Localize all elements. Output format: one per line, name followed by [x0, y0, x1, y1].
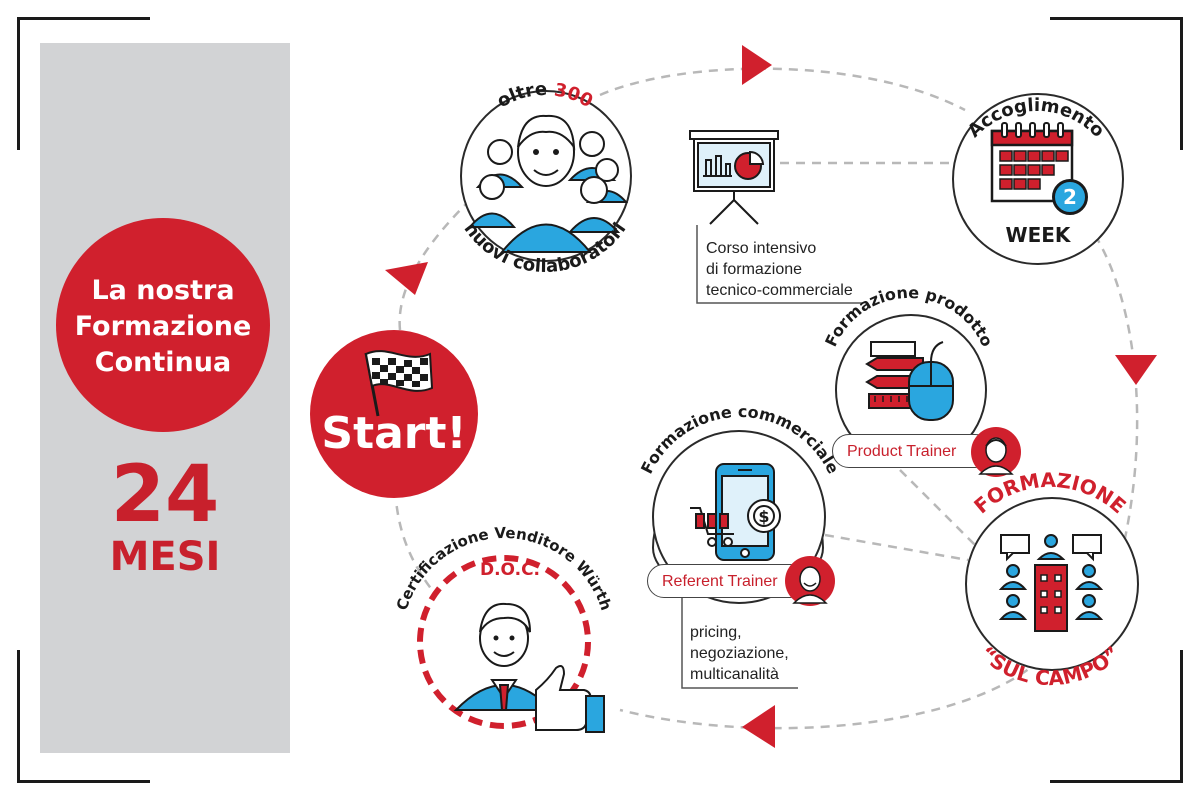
accoglimento-label: Accoglimento: [964, 95, 1109, 142]
corso-note-bracket: [696, 225, 863, 304]
mobile-commerce-icon: $: [690, 463, 781, 561]
sul-campo-labels: FORMAZIONE “SUL CAMPO”: [969, 470, 1130, 690]
commerciale-note: pricing, negoziazione, multicanalità: [690, 622, 789, 685]
arrow-right: [1115, 355, 1157, 385]
svg-text:$: $: [758, 507, 769, 526]
referent-trainer-pill: Referent Trainer: [647, 564, 807, 598]
product-tools-icon: [865, 341, 954, 421]
commerciale-title: Formazione commerciale: [637, 405, 843, 477]
arrow-top: [742, 45, 772, 85]
title-disc: La nostra Formazione Continua: [56, 218, 270, 432]
prodotto-label: Formazione prodotto: [821, 288, 997, 350]
calendar-icon: [990, 122, 1074, 203]
collaboratori-top-number: 300: [553, 79, 597, 112]
doc-badge: D.O.C.: [479, 560, 541, 580]
panel-title-line-2: Formazione: [74, 311, 252, 342]
commerciale-label: Formazione commerciale: [637, 405, 843, 477]
sul-campo-subtitle: “SUL CAMPO”: [975, 641, 1124, 690]
step-collaboratori: [460, 90, 632, 262]
field-team-icon: [998, 534, 1104, 632]
product-trainer-label: Product Trainer: [847, 443, 957, 460]
product-trainer-pill: Product Trainer: [832, 434, 992, 468]
corner-bracket-top-right: [1050, 17, 1183, 150]
flow-cycle-path: [398, 199, 471, 331]
commerciale-note-line-3: multicanalità: [690, 666, 779, 683]
step-sul-campo: [965, 497, 1139, 671]
link-prodotto-campo: [899, 469, 976, 546]
presentation-board-icon: [689, 130, 779, 225]
duration-unit: MESI: [109, 534, 221, 580]
arrow-left: [385, 262, 428, 295]
start-node: Start!: [310, 330, 478, 498]
checkered-flag-icon: [364, 350, 434, 417]
flow-top-arc: [599, 67, 966, 112]
corner-bracket-top-left: [17, 17, 150, 150]
panel-title-line-1: La nostra: [91, 275, 235, 306]
commerciale-note-line-2: negoziazione,: [690, 645, 789, 662]
duration-number: 24: [110, 450, 220, 540]
referent-trainer-label: Referent Trainer: [662, 573, 778, 590]
week-badge: 2: [1052, 179, 1088, 215]
sul-campo-title: FORMAZIONE: [969, 470, 1130, 518]
accoglimento-title: Accoglimento: [964, 95, 1109, 142]
panel-title-line-3: Continua: [94, 347, 232, 378]
collaboratori-top-label: oltre 300: [494, 79, 597, 112]
collaboratori-top-prefix: oltre: [494, 79, 555, 112]
certificazione-node: Certificazione Venditore Würth: [393, 524, 615, 733]
link-commerciale-campo: [824, 533, 969, 562]
team-icon: [467, 114, 629, 253]
week-badge-number: 2: [1063, 185, 1077, 209]
collaboratori-bottom-label: nuovi collaboratori: [460, 219, 631, 278]
corner-bracket-bottom-right: [1050, 650, 1183, 783]
corner-bracket-bottom-left: [17, 650, 150, 783]
arrow-bottom: [742, 705, 775, 748]
product-trainer-avatar: [971, 427, 1021, 477]
panel-title: La nostra Formazione Continua: [56, 273, 270, 381]
prodotto-title: Formazione prodotto: [821, 288, 997, 350]
collaboratori-labels: oltre 300 nuovi collaboratori: [460, 79, 631, 278]
referent-trainer-avatar: [785, 556, 835, 606]
commerciale-note-bracket: [681, 598, 798, 689]
corso-note-line-1: Corso intensivo: [706, 240, 817, 257]
start-label: Start!: [321, 408, 467, 459]
flow-left-arc: [394, 499, 441, 601]
corso-note-line-2: di formazione: [706, 261, 803, 278]
commerciale-note-line-1: pricing,: [690, 624, 742, 641]
thumbs-up-salesman-icon: [453, 602, 605, 733]
week-label: WEEK: [1005, 223, 1071, 247]
corso-note: Corso intensivo di formazione tecnico-co…: [706, 238, 853, 301]
step-accoglimento: 2 WEEK: [952, 93, 1124, 265]
corso-note-line-3: tecnico-commerciale: [706, 282, 853, 299]
flow-bottom-arc: [619, 659, 1041, 730]
